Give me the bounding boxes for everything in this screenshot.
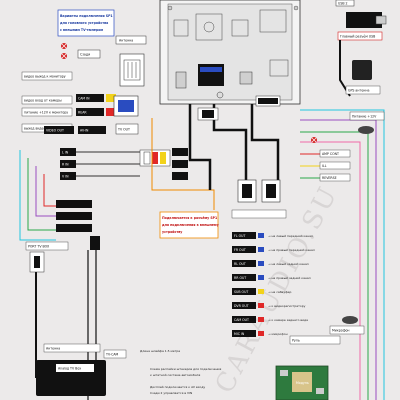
usb-port-box: USB 2 Главный разъём USB: [335, 0, 387, 41]
left-label-2: видео вход от камеры: [24, 99, 62, 103]
output-tag: SUB OUT: [234, 290, 248, 294]
right-top-label-2: ILL: [322, 164, 327, 168]
right-top-label-1: AMP CONT: [322, 152, 339, 156]
output-row: FL OUT → на левый передний канал: [232, 232, 313, 239]
wires: [19, 40, 385, 400]
right-output-list: FL OUT → на левый передний канал FR OUT …: [232, 232, 315, 337]
right-top-label-3: REVERSE: [322, 176, 337, 180]
module-board: Модуль: [275, 365, 329, 400]
center-connectors: [197, 95, 281, 121]
mid-block-4: AV-IN: [80, 129, 89, 133]
rca-row: L IN R IN V IN: [60, 148, 188, 180]
left-label-3: питание +12V к монитору: [24, 111, 68, 115]
bottom-antenna-label: Антенна: [46, 347, 60, 351]
output-desc: → микрофон: [268, 332, 288, 336]
rca-label-3: V IN: [62, 175, 69, 179]
output-tag: DVR OUT: [234, 304, 249, 308]
output-tag: MIC IN: [234, 332, 245, 336]
mid-block-2: REAR: [78, 111, 87, 115]
output-row: CAM OUT → к камере заднего вида: [232, 316, 308, 323]
orange-note: Подключается к разъёму SP1 для подключен…: [159, 211, 220, 239]
warning-marks: Сзади: [61, 43, 101, 59]
bottom-note-line-2: к штатной системе автомобиля: [150, 373, 200, 377]
rca-label-2: R IN: [62, 163, 69, 167]
orange-note-line-1: Подключается к разъёму SP1: [162, 216, 217, 220]
tv-input-label: TV-CAM: [105, 353, 118, 357]
left-label-group: видео выход к монитору видео вход от кам…: [21, 71, 73, 133]
steering-label: Руль: [292, 339, 300, 343]
usb-label: USB 2: [338, 2, 348, 6]
mid-block-1: CAM IN: [78, 97, 90, 101]
output-tag: FR OUT: [234, 248, 246, 252]
output-tag: RL OUT: [234, 262, 246, 266]
right-peripherals: GPS антенна Питание +12V Микрофон: [329, 60, 385, 335]
output-desc: → к видеорегистратору: [268, 304, 306, 308]
bottom-note-line-1: Схема распайки штекеров для подключения: [150, 367, 221, 371]
output-tag: RR OUT: [234, 276, 246, 280]
mic-label: Микрофон: [332, 329, 349, 333]
antenna-box: Антенна: [115, 35, 147, 87]
rca-plugs-right: [231, 179, 287, 219]
left-label-4: выход видео на TV 2: [24, 127, 59, 131]
output-desc: → на левый задний канал: [268, 262, 309, 266]
tv-out-label: TV OUT: [117, 128, 130, 132]
output-row: MIC IN → микрофон: [232, 330, 288, 337]
output-desc: → на левый передний канал: [268, 234, 313, 238]
antenna-label: Антенна: [119, 39, 133, 43]
output-row: FR OUT → на правый передний канал: [232, 246, 315, 253]
bottom-left-note-2: Сзади 2 управляется в VIN: [150, 391, 192, 395]
output-row: DVR OUT → к видеорегистратору: [232, 302, 306, 309]
mid-blocks: CAM IN REAR VIDEO OUT AV-IN TV OUT: [44, 94, 139, 135]
top-note-line-2: для головного устройства: [60, 21, 108, 25]
tv-box-section: Антенна Analog TV Box TV-CAM: [36, 343, 127, 396]
rca-label-1: L IN: [62, 151, 69, 155]
output-tag: CAM OUT: [234, 318, 249, 322]
output-tag: FL OUT: [234, 234, 245, 238]
bottom-note-top: Длина шлейфа 1.5 метра: [140, 349, 180, 353]
video-note: Сзади: [80, 53, 90, 57]
output-desc: → к камере заднего вида: [268, 318, 308, 322]
top-left-note: Варианты подключения SP1 для головного у…: [57, 9, 115, 37]
bottom-left-note-1: Дисплей подключается к AV входу: [150, 385, 205, 389]
output-desc: → на сабвуфер: [268, 290, 292, 294]
orange-note-line-3: устройству: [162, 230, 183, 234]
output-row: RL OUT → на левый задний канал: [232, 260, 309, 267]
gps-label: GPS антенна: [348, 89, 369, 93]
left-label-1: видео выход к монитору: [24, 75, 66, 79]
output-row: SUB OUT → на сабвуфер: [232, 288, 292, 295]
power-label: Питание +12V: [352, 115, 377, 119]
orange-note-line-2: для подключения к внешнему: [162, 223, 220, 227]
board-label: Модуль: [296, 381, 309, 385]
steering-box: Руль: [289, 335, 341, 345]
output-row: RR OUT → на правый задний канал: [232, 274, 311, 281]
port-tv-label: PORT TV BOX: [28, 245, 50, 249]
tv-box-label: Analog TV Box: [58, 367, 81, 371]
mid-block-3: VIDEO OUT: [46, 129, 64, 133]
usb-note: Главный разъём USB: [340, 35, 375, 39]
output-desc: → на правый передний канал: [268, 248, 315, 252]
output-desc: → на правый задний канал: [268, 276, 311, 280]
top-note-line-1: Варианты подключения SP1: [60, 14, 113, 18]
bottom-notes: Длина шлейфа 1.5 метра Схема распайки шт…: [140, 349, 221, 395]
right-top-labels: AMP CONT ILL REVERSE: [311, 137, 351, 182]
port-tv-section: PORT TV BOX: [25, 200, 100, 273]
top-note-line-3: с внешним TV-тюнером: [60, 28, 103, 32]
head-unit: [159, 0, 301, 105]
